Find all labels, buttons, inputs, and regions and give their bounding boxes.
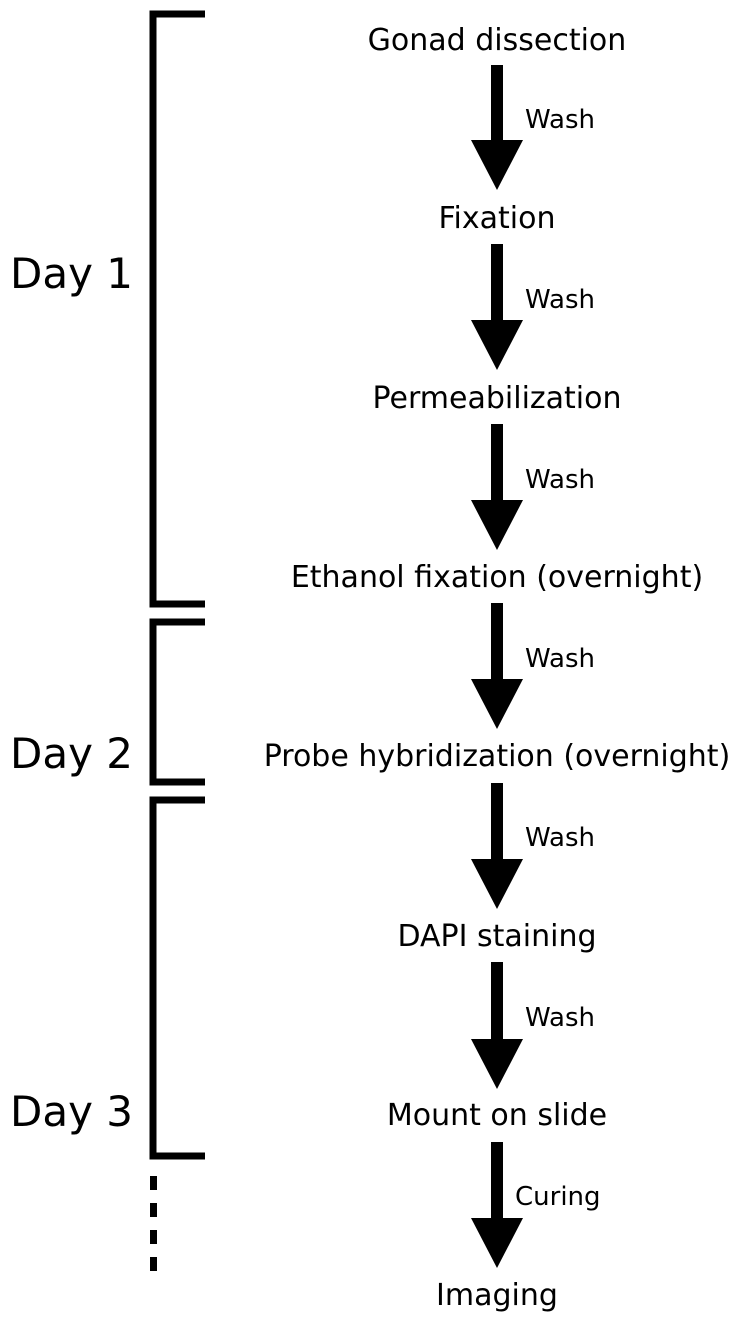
arrow-label-wash-5: Wash — [525, 823, 595, 853]
step-ethanol-fixation: Ethanol fixation (overnight) — [291, 560, 703, 595]
arrow-label-wash-4: Wash — [525, 644, 595, 674]
arrow-4 — [471, 603, 523, 729]
day-1-label: Day 1 — [10, 249, 133, 298]
arrow-label-curing: Curing — [515, 1182, 601, 1212]
step-dapi-staining: DAPI staining — [397, 919, 596, 954]
step-mount-on-slide: Mount on slide — [387, 1098, 607, 1133]
step-permeabilization: Permeabilization — [373, 381, 622, 416]
day-2-bracket — [149, 618, 205, 786]
arrow-1 — [471, 65, 523, 190]
day-3-label: Day 3 — [10, 1087, 133, 1136]
arrow-label-wash-3: Wash — [525, 465, 595, 495]
day-3-bracket — [149, 796, 205, 1160]
arrow-label-wash-2: Wash — [525, 285, 595, 315]
arrow-label-wash-6: Wash — [525, 1003, 595, 1033]
step-imaging: Imaging — [436, 1278, 558, 1313]
arrow-6 — [471, 962, 523, 1089]
day-2-label: Day 2 — [10, 729, 133, 778]
arrow-3 — [471, 424, 523, 550]
arrow-2 — [471, 244, 523, 370]
step-fixation: Fixation — [438, 201, 555, 236]
continuation-dots — [150, 1176, 157, 1271]
arrow-5 — [471, 783, 523, 909]
arrow-label-wash-1: Wash — [525, 105, 595, 135]
step-gonad-dissection: Gonad dissection — [368, 23, 627, 58]
arrow-7 — [471, 1142, 523, 1268]
day-1-bracket — [149, 10, 205, 608]
step-probe-hybridization: Probe hybridization (overnight) — [264, 739, 731, 774]
